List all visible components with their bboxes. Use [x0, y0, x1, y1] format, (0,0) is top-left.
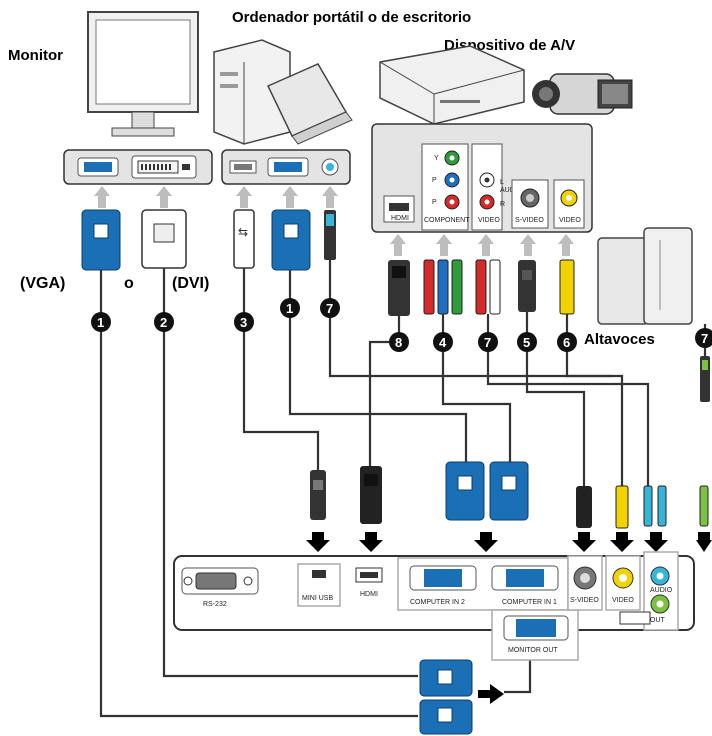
monitor-ports-panel: [63, 149, 213, 185]
vga-plug-projector-in1: [489, 461, 529, 521]
pr-label: P: [432, 199, 437, 206]
cables: [99, 260, 707, 718]
speakers-label: Altavoces: [584, 331, 655, 348]
video-plug-projector: [615, 485, 629, 529]
vga-plug-monitor-out-a: [419, 659, 473, 697]
badge-5: 5: [517, 332, 537, 352]
svg-text:6: 6: [563, 335, 570, 350]
badge-3: 3: [234, 312, 254, 332]
vga-plug-monitor-out-b: [419, 699, 473, 735]
vga-label: (VGA): [20, 275, 65, 292]
svideo-av-label: S-VIDEO: [515, 217, 544, 224]
av-hdmi-label: HDMI: [391, 215, 409, 222]
dvi-plug-monitor: [141, 209, 187, 269]
y-label: Y: [434, 155, 439, 162]
svg-text:7: 7: [326, 301, 333, 316]
component-label: COMPONENT: [424, 217, 470, 224]
component-plugs-av: [423, 259, 463, 315]
vga-plug-computer: [271, 209, 311, 271]
monitor-out-label: MONITOR OUT: [508, 647, 558, 654]
svg-text:3: 3: [240, 315, 247, 330]
computer-ports-panel: [221, 149, 351, 185]
out-label: OUT: [650, 617, 666, 624]
badge-1b: 1: [280, 298, 300, 318]
monitor-illustration: [87, 11, 199, 137]
hdmi-plug-av: [388, 260, 410, 316]
svg-text:8: 8: [395, 335, 402, 350]
svg-text:1: 1: [97, 315, 104, 330]
badge-7b: 7: [478, 332, 498, 352]
badge-7c: 7: [695, 328, 712, 348]
r-label: R: [500, 201, 505, 208]
badge-7a: 7: [320, 298, 340, 318]
svideo-plug-projector: [576, 486, 592, 528]
video-av-label: VIDEO: [478, 217, 500, 224]
audio-plug-speakers: [700, 356, 710, 402]
badge-1a: 1: [91, 312, 111, 332]
usb-plug-computer: ⇆: [233, 209, 255, 269]
badge-2: 2: [154, 312, 174, 332]
vga-plug-projector-in2: [445, 461, 485, 521]
computer-in1-label: COMPUTER IN 1: [502, 599, 557, 606]
computer-label: Ordenador portátil o de escritorio: [232, 9, 471, 26]
hdmi-plug-projector: [360, 466, 382, 524]
monitor-label: Monitor: [8, 47, 63, 64]
badge-4: 4: [433, 332, 453, 352]
svg-text:7: 7: [484, 335, 491, 350]
audio-rca-plugs-av: [475, 259, 501, 315]
svideo-projector-label: S-VIDEO: [570, 597, 599, 604]
audio-projector-label: AUDIO: [650, 587, 673, 594]
svg-text:4: 4: [439, 335, 447, 350]
audio-plug-computer: [324, 210, 336, 260]
mini-usb-plug-projector: [310, 470, 326, 520]
svg-text:5: 5: [523, 335, 530, 350]
projector-arrows: [306, 532, 712, 704]
badge-8: 8: [389, 332, 409, 352]
rs232-label: RS-232: [203, 601, 227, 608]
l-label: L: [500, 179, 504, 186]
speakers-illustration: [597, 227, 693, 325]
vga-plug-monitor: [81, 209, 121, 271]
pb-label: P: [432, 177, 437, 184]
computer-in2-label: COMPUTER IN 2: [410, 599, 465, 606]
video-projector-label: VIDEO: [612, 597, 634, 604]
svg-text:1: 1: [286, 301, 293, 316]
projector-panel: RS-232 MINI USB HDMI COMPUTER IN 2 COMPU…: [173, 551, 695, 661]
badge-6: 6: [557, 332, 577, 352]
dvi-label: (DVI): [172, 275, 209, 292]
or-label: o: [124, 275, 134, 292]
computer-illustration: [213, 39, 353, 145]
av-ports-panel: HDMI Y P P COMPONENT AUDIO L R VIDEO S-V…: [371, 123, 593, 233]
source-arrows: [94, 186, 574, 256]
svg-text:7: 7: [701, 331, 708, 346]
video-plug-av: [559, 259, 575, 315]
camcorder-illustration: [532, 73, 633, 115]
svideo-plug-av: [518, 260, 536, 312]
svg-text:⇆: ⇆: [238, 225, 248, 239]
video2-av-label: VIDEO: [559, 217, 581, 224]
hdmi-projector-label: HDMI: [360, 591, 378, 598]
audio-plugs-projector: [643, 485, 709, 527]
audio-label: AUDIO: [500, 187, 523, 194]
dvd-player-illustration: [379, 45, 525, 125]
svg-text:2: 2: [160, 315, 167, 330]
mini-usb-label: MINI USB: [302, 595, 333, 602]
